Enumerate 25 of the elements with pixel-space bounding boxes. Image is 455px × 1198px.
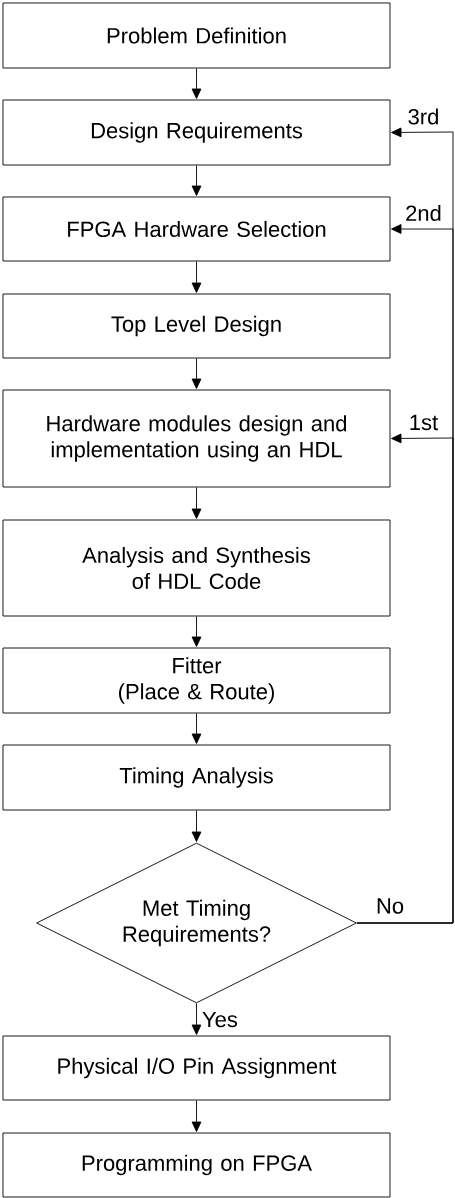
edge-label: 2nd bbox=[404, 203, 443, 223]
arrow bbox=[191, 261, 202, 293]
process-box: FPGA Hardware Selection bbox=[2, 196, 391, 262]
process-box: Fitter (Place & Route) bbox=[2, 647, 391, 714]
arrow bbox=[191, 1003, 202, 1035]
process-box: Problem Definition bbox=[2, 2, 391, 69]
edge-label: 3rd bbox=[406, 107, 441, 126]
process-box: Programming on FPGA bbox=[2, 1132, 391, 1198]
process-box: Top Level Design bbox=[2, 293, 391, 359]
process-box: Timing Analysis bbox=[2, 744, 391, 811]
process-box: Design Requirements bbox=[2, 99, 391, 166]
edge-label: Yes bbox=[200, 1010, 239, 1029]
process-box: Analysis and Synthesis of HDL Code bbox=[2, 519, 391, 617]
edge-label: 1st bbox=[407, 413, 440, 432]
arrow bbox=[191, 358, 202, 389]
arrow bbox=[191, 165, 202, 196]
arrow bbox=[191, 810, 202, 842]
arrow bbox=[191, 487, 202, 519]
arrow bbox=[191, 1100, 202, 1132]
branch-label: No bbox=[374, 897, 406, 915]
arrow bbox=[191, 713, 202, 744]
process-box: Physical I/O Pin Assignment bbox=[2, 1035, 391, 1101]
arrow bbox=[191, 616, 202, 647]
arrow bbox=[191, 68, 202, 99]
process-box: Hardware modules design and implementation using an HDL bbox=[2, 389, 391, 488]
